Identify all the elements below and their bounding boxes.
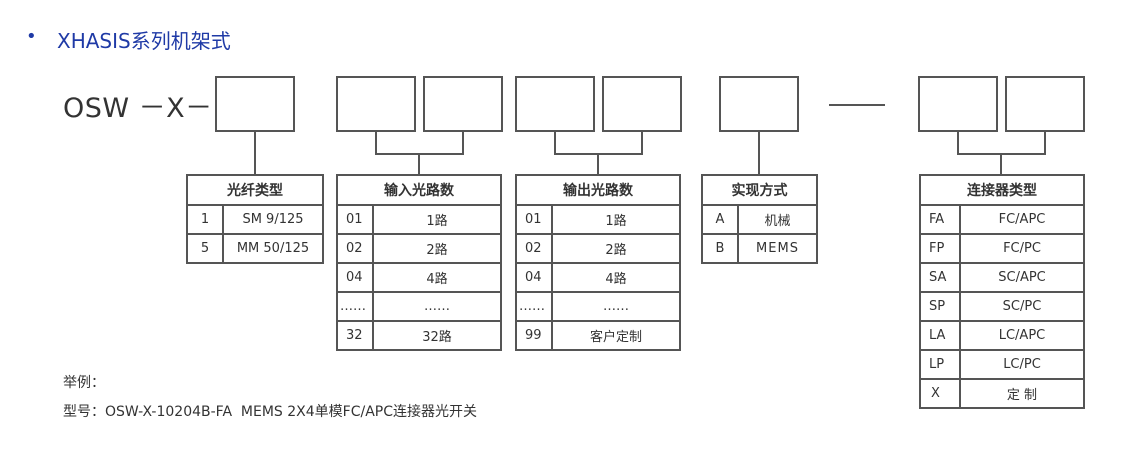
table-row: X 定 制 xyxy=(919,378,1085,409)
slot-output-ports-2 xyxy=(602,76,682,132)
table-row: 5 MM 50/125 xyxy=(186,233,324,264)
code-cell: FA xyxy=(919,204,961,235)
code-cell: X xyxy=(919,378,961,409)
slot-fiber-type xyxy=(215,76,295,132)
value-cell: 机械 xyxy=(737,204,818,235)
value-cell: …… xyxy=(372,291,502,322)
connector-line xyxy=(597,153,599,175)
table-row: FA FC/APC xyxy=(919,204,1085,235)
table-header: 输入光路数 xyxy=(336,174,502,206)
value-cell: 1路 xyxy=(372,204,502,235)
value-cell: LC/PC xyxy=(959,349,1085,380)
value-cell: SC/PC xyxy=(959,291,1085,322)
table-row: B MEMS xyxy=(701,233,818,264)
table-row: 02 2路 xyxy=(515,233,681,264)
code-cell: 01 xyxy=(336,204,374,235)
connector-line xyxy=(462,131,464,155)
code-cell: 99 xyxy=(515,320,553,351)
value-cell: LC/APC xyxy=(959,320,1085,351)
section-title: XHASIS系列机架式 xyxy=(57,29,231,53)
table-row: LP LC/PC xyxy=(919,349,1085,380)
connector-line xyxy=(1000,153,1002,175)
value-cell: 4路 xyxy=(372,262,502,293)
slot-connector-1 xyxy=(918,76,998,132)
input-ports-table: 输入光路数 01 1路 02 2路 04 4路 …… …… 32 32路 xyxy=(336,174,502,351)
code-cell: …… xyxy=(336,291,374,322)
table-row: 02 2路 xyxy=(336,233,502,264)
table-row: 01 1路 xyxy=(515,204,681,235)
value-cell: SM 9/125 xyxy=(222,204,324,235)
model-prefix: OSW －X－ xyxy=(63,93,213,124)
table-header: 实现方式 xyxy=(701,174,818,206)
value-cell: 客户定制 xyxy=(551,320,681,351)
code-cell: LA xyxy=(919,320,961,351)
code-cell: LP xyxy=(919,349,961,380)
connector-line xyxy=(758,131,760,175)
connector-line xyxy=(957,131,959,155)
table-row: A 机械 xyxy=(701,204,818,235)
connector-line xyxy=(375,131,377,155)
code-cell: SA xyxy=(919,262,961,293)
code-cell: 02 xyxy=(515,233,553,264)
code-cell: 01 xyxy=(515,204,553,235)
value-cell: SC/APC xyxy=(959,262,1085,293)
code-cell: SP xyxy=(919,291,961,322)
value-cell: 定 制 xyxy=(959,378,1085,409)
slot-input-ports-2 xyxy=(423,76,503,132)
value-cell: MM 50/125 xyxy=(222,233,324,264)
table-row: 1 SM 9/125 xyxy=(186,204,324,235)
slot-implementation xyxy=(719,76,799,132)
table-row: 04 4路 xyxy=(336,262,502,293)
code-cell: FP xyxy=(919,233,961,264)
fiber-type-table: 光纤类型 1 SM 9/125 5 MM 50/125 xyxy=(186,174,324,264)
slot-input-ports-1 xyxy=(336,76,416,132)
value-cell: 4路 xyxy=(551,262,681,293)
table-header: 输出光路数 xyxy=(515,174,681,206)
value-cell: 1路 xyxy=(551,204,681,235)
connector-line xyxy=(418,153,420,175)
output-ports-table: 输出光路数 01 1路 02 2路 04 4路 …… …… 99 客户定制 xyxy=(515,174,681,351)
section-bullet: • xyxy=(26,26,37,47)
table-row: 01 1路 xyxy=(336,204,502,235)
table-row: …… …… xyxy=(515,291,681,322)
table-row: 32 32路 xyxy=(336,320,502,351)
connector-line xyxy=(554,131,556,155)
table-header: 光纤类型 xyxy=(186,174,324,206)
connector-line xyxy=(254,131,256,175)
value-cell: 2路 xyxy=(551,233,681,264)
value-cell: …… xyxy=(551,291,681,322)
implementation-table: 实现方式 A 机械 B MEMS xyxy=(701,174,818,264)
slot-connector-2 xyxy=(1005,76,1085,132)
code-cell: 5 xyxy=(186,233,224,264)
code-cell: B xyxy=(701,233,739,264)
slot-output-ports-1 xyxy=(515,76,595,132)
example-label: 举例： xyxy=(63,375,105,391)
connector-line xyxy=(1044,131,1046,155)
code-cell: 1 xyxy=(186,204,224,235)
table-header: 连接器类型 xyxy=(919,174,1085,206)
connector-line xyxy=(641,131,643,155)
value-cell: 2路 xyxy=(372,233,502,264)
separator-dash xyxy=(829,104,885,106)
value-cell: FC/APC xyxy=(959,204,1085,235)
example-text: 型号：OSW-X-10204B-FA MEMS 2X4单模FC/APC连接器光开… xyxy=(63,404,478,420)
table-row: …… …… xyxy=(336,291,502,322)
code-cell: 04 xyxy=(515,262,553,293)
table-row: 99 客户定制 xyxy=(515,320,681,351)
code-cell: …… xyxy=(515,291,553,322)
table-row: 04 4路 xyxy=(515,262,681,293)
table-row: LA LC/APC xyxy=(919,320,1085,351)
connector-type-table: 连接器类型 FA FC/APC FP FC/PC SA SC/APC SP SC… xyxy=(919,174,1085,409)
table-row: FP FC/PC xyxy=(919,233,1085,264)
value-cell: MEMS xyxy=(737,233,818,264)
code-cell: 32 xyxy=(336,320,374,351)
code-cell: 02 xyxy=(336,233,374,264)
code-cell: A xyxy=(701,204,739,235)
table-row: SA SC/APC xyxy=(919,262,1085,293)
code-cell: 04 xyxy=(336,262,374,293)
value-cell: FC/PC xyxy=(959,233,1085,264)
table-row: SP SC/PC xyxy=(919,291,1085,322)
value-cell: 32路 xyxy=(372,320,502,351)
